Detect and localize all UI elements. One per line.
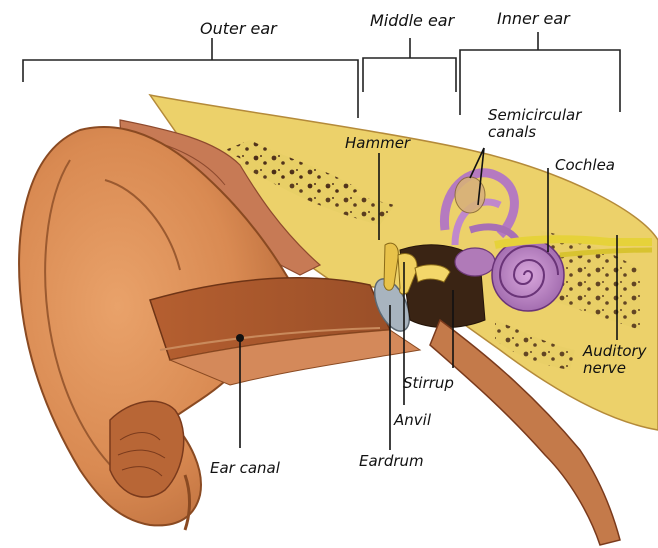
eardrum-label: Eardrum bbox=[359, 453, 424, 470]
outer-ear-label: Outer ear bbox=[200, 20, 277, 37]
inner-ear-label: Inner ear bbox=[497, 10, 570, 27]
cochlea-shape bbox=[492, 239, 564, 311]
anvil-label: Anvil bbox=[394, 412, 431, 429]
middle-ear-label: Middle ear bbox=[370, 12, 454, 29]
ear-canal-label: Ear canal bbox=[210, 460, 280, 477]
hammer-label: Hammer bbox=[345, 135, 410, 152]
semicircular-canals-label: Semicircular canals bbox=[488, 107, 581, 141]
auditory-nerve-label: Auditory nerve bbox=[583, 343, 647, 377]
cochlea-label: Cochlea bbox=[555, 157, 615, 174]
stirrup-label: Stirrup bbox=[403, 375, 454, 392]
